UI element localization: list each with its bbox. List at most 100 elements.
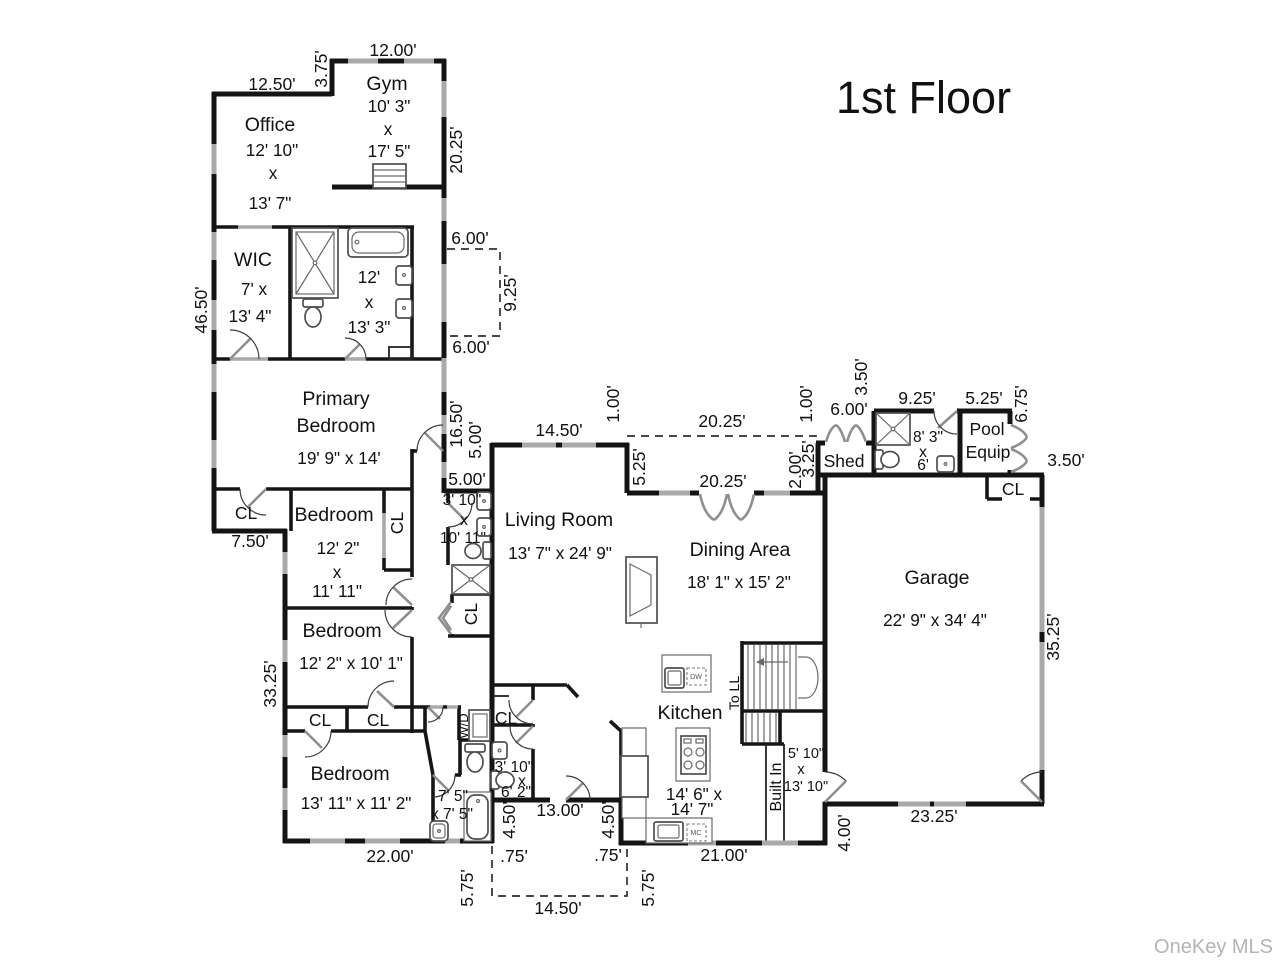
gym-stairs-icon: [372, 163, 407, 189]
dim-gym-top: 12.00': [369, 40, 416, 60]
kitchen-dim1: 14' 6" x: [666, 784, 723, 804]
dim-patio-left: 5.75': [457, 869, 477, 906]
primary-sink2-icon: [395, 298, 413, 319]
primary-bath-dim1: 12': [358, 267, 380, 287]
dim-deck-left: 1.00': [603, 385, 623, 422]
dim-shed-bath-top: 9.25': [898, 388, 935, 408]
closet-label-b3: CL: [367, 710, 390, 730]
dining-buffet-icon: [625, 556, 658, 628]
door-arcs: [229, 329, 1043, 801]
wic-dim2: 13' 4": [229, 306, 272, 326]
kitchen-left-counter-icon: [620, 727, 649, 819]
dim-office-top: 12.50': [248, 74, 295, 94]
washer-dryer-label: W/D: [456, 713, 471, 738]
stairs-label: To LL: [726, 676, 742, 710]
dim-kitchen-bottom: 21.00': [700, 845, 747, 865]
primary-bedroom-name1: Primary: [302, 388, 369, 410]
dim-shed-jog-b: 3.25': [798, 440, 818, 477]
dim-living-top: 14.50': [535, 420, 582, 440]
dim-dining-step: 5.25': [629, 448, 649, 485]
stairs-lower-icon: [745, 713, 777, 742]
shedbath-sink-icon: [936, 455, 955, 473]
kitchen-island-icon: [675, 727, 711, 782]
deck-dashed: [627, 435, 817, 442]
bedroom4-name: Bedroom: [310, 763, 389, 785]
kitchen-counter-icon: [661, 654, 712, 693]
dishwasher-label: DW: [690, 674, 702, 681]
dim-patio-right: 5.75': [638, 869, 658, 906]
watermark: OneKey MLS: [1154, 936, 1273, 958]
bedroom2-dim1: 12' 2": [317, 538, 360, 558]
fixtures: [291, 163, 955, 844]
dimension-labels: 12.00' 3.75' 12.50' 20.25' 6.00' 9.25' 6…: [191, 40, 1085, 918]
primary-toilet-icon: [302, 298, 324, 328]
dim-deck-right: 1.00': [796, 385, 816, 422]
shedbath-shower-icon: [875, 412, 911, 446]
dashed-outlines: [447, 248, 817, 897]
closet-label-bedroom2: CL: [387, 512, 407, 535]
hall-bath-dim2: 10' 11": [440, 530, 486, 547]
window-segments: [211, 58, 1045, 846]
living-dims: 13' 7" x 24' 9": [508, 543, 612, 563]
shed-bath-dim1: 8' 3": [913, 429, 943, 446]
dim-hall-right: 16.50': [446, 400, 466, 447]
dim-porch-top: 6.00': [451, 228, 488, 248]
dim-pool-top: 5.25': [965, 388, 1002, 408]
bedroom3-name: Bedroom: [302, 620, 381, 642]
washer-dryer-icon: [468, 709, 491, 742]
dim-entry-h: 5.00': [448, 469, 485, 489]
garage-dims: 22' 9" x 34' 4": [883, 610, 987, 630]
dim-shed-jog-a: 2.00': [785, 451, 805, 488]
shed-bath-dim-x: x: [919, 444, 927, 461]
wic-dim1: 7' x: [241, 279, 268, 299]
dim-patio-right-v: 4.50': [598, 801, 618, 838]
dim-patio-left-v: 4.50': [499, 801, 519, 838]
dim-bedroom-wing-bottom: 22.00': [366, 846, 413, 866]
interior-walls: [212, 225, 1042, 843]
dim-patio-left-offset: .75': [500, 846, 528, 866]
dim-bedroom-wing-left: 33.25': [260, 660, 280, 707]
room-labels: Office 12' 10" x 13' 7" Gym 10' 3" x 17'…: [229, 73, 1025, 837]
powder-toilet-icon: [490, 770, 515, 790]
windows: [211, 58, 1045, 846]
powder-dim1: 3' 10": [495, 759, 534, 776]
shedbath-toilet-icon: [874, 449, 900, 470]
powder-dim2: 6' 2": [501, 784, 531, 801]
primary-sink-icon: [395, 265, 413, 286]
mudroom-dim-x: x: [797, 762, 805, 778]
built-in-label: Built In: [768, 763, 785, 812]
built-in-walls: [765, 744, 785, 843]
microwave-label: MC: [691, 830, 702, 837]
hallbath-sink-icon: [476, 491, 492, 511]
dim-gym-left: 3.75': [311, 50, 331, 87]
garage-name: Garage: [904, 567, 969, 589]
front-porch-dashed: [447, 248, 501, 337]
dim-shed-upper: 3.50': [851, 358, 871, 395]
gym-dim-x: x: [384, 119, 393, 139]
powder-sink-icon: [491, 741, 508, 760]
primary-bath-dim-x: x: [365, 292, 374, 312]
shed-name: Shed: [824, 451, 865, 471]
door-leaves: [229, 337, 1043, 803]
bath4-tub-icon: [463, 791, 492, 842]
dim-gym-right: 20.25': [446, 126, 466, 173]
bedroom2-name: Bedroom: [294, 504, 373, 526]
gym-dim1: 10' 3": [368, 96, 411, 116]
office-dim-x: x: [269, 163, 278, 183]
dim-porch-right: 9.25': [500, 274, 520, 311]
primary-bedroom-dims: 19' 9" x 14': [297, 448, 380, 468]
closet-label-garage: CL: [1002, 479, 1025, 499]
shed-bath-dim2: 6': [917, 457, 929, 474]
dim-patio-top: 13.00': [536, 800, 583, 820]
doors: [229, 329, 1043, 803]
opening-segments: [230, 225, 458, 709]
patio-dashed: [491, 846, 628, 897]
pool-equip-name1: Pool: [969, 419, 1004, 439]
hall-bath-dim-x: x: [460, 512, 468, 529]
dim-patio-bottom: 14.50': [534, 898, 581, 918]
bedroom4-dims: 13' 11" x 11' 2": [301, 793, 412, 813]
closet-label-hall: CL: [461, 603, 481, 626]
dim-porch-bottom: 6.00': [452, 337, 489, 357]
dim-entry-v: 5.00': [465, 421, 485, 458]
dining-name: Dining Area: [690, 539, 791, 561]
